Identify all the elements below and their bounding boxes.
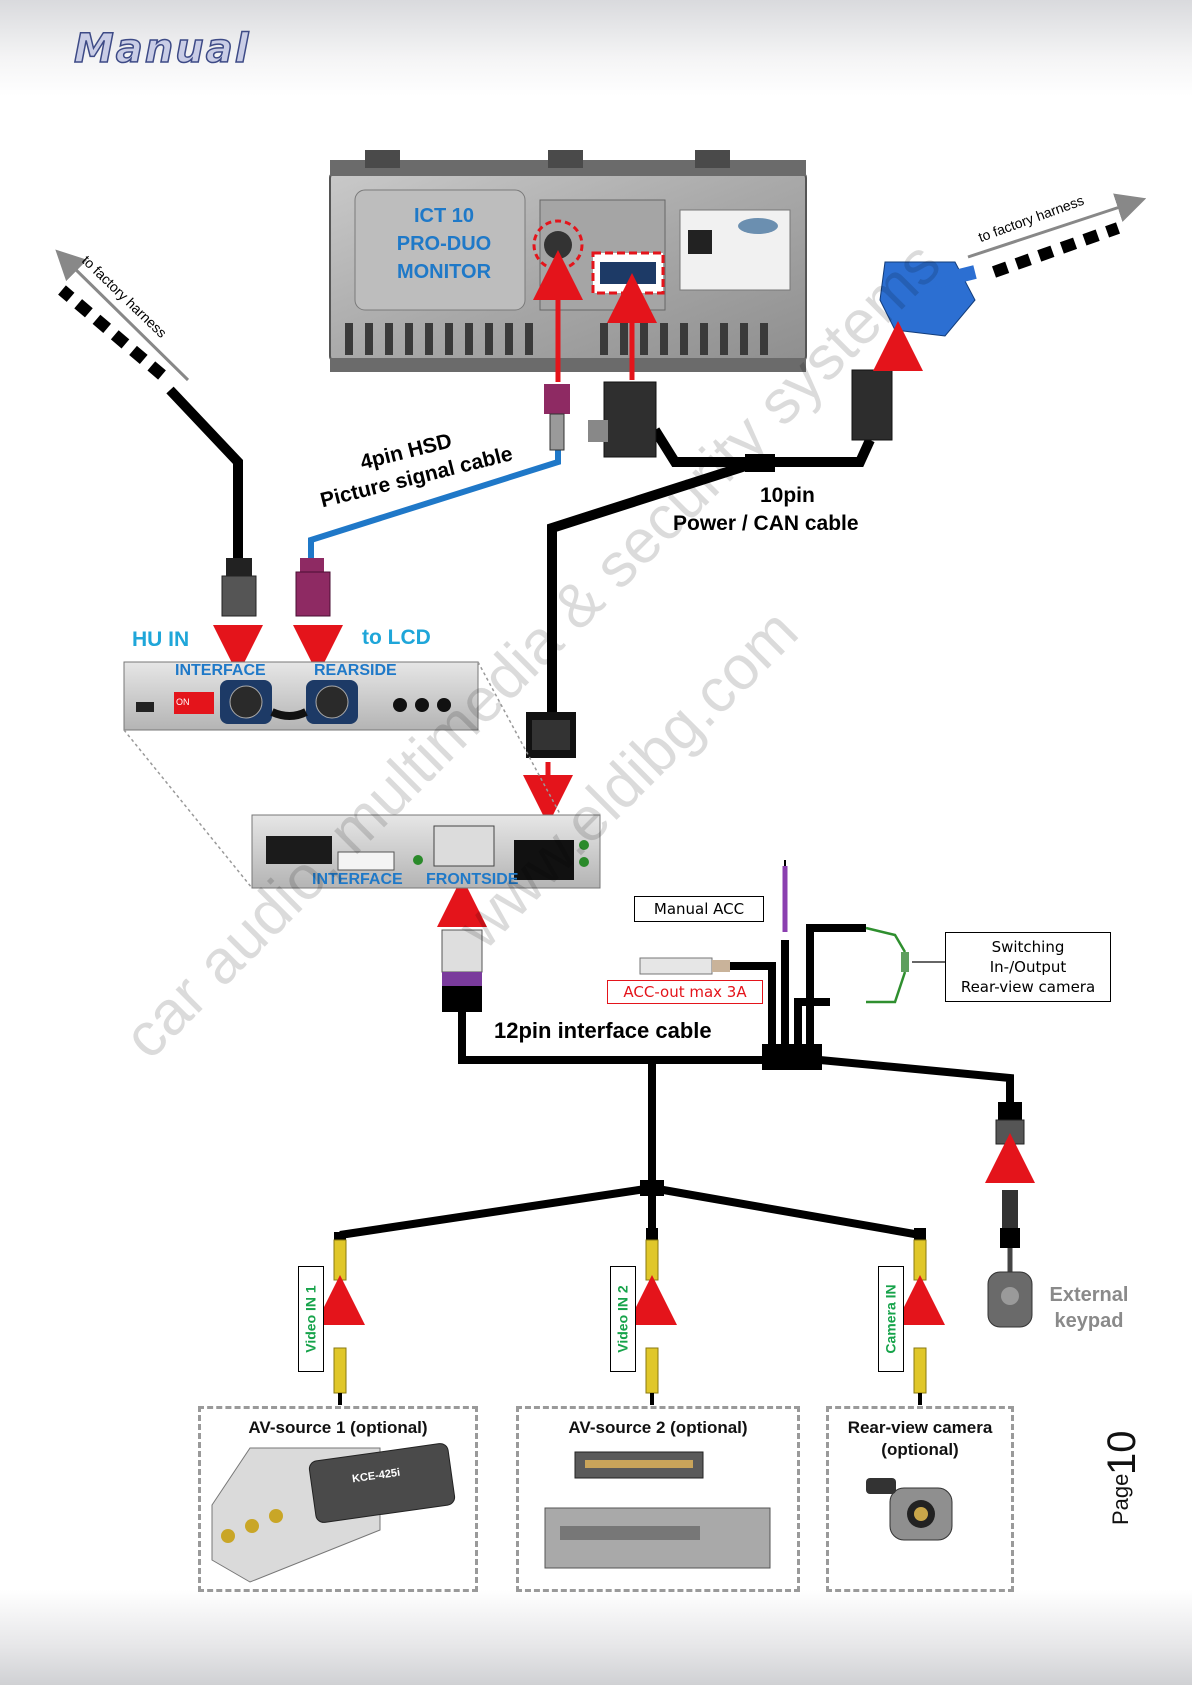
- switching-label-line-3: Rear-view camera: [960, 978, 1096, 996]
- interface-rearside-caption-left: INTERFACE: [175, 662, 266, 679]
- splice-junction: [640, 1180, 664, 1196]
- acc-out-label: ACC-out max 3A: [607, 980, 763, 1004]
- hu-in-cable: [166, 386, 243, 558]
- video-in-1-label: Video IN 1: [298, 1266, 324, 1372]
- hsd-connector-top: [544, 384, 570, 414]
- switching-label-line-2: In-/Output: [989, 958, 1067, 976]
- external-keypad-label: External keypad: [1046, 1282, 1132, 1334]
- rear-view-camera-title-line-2: (optional): [881, 1440, 959, 1459]
- rear-view-camera-title-line-1: Rear-view camera: [847, 1418, 993, 1437]
- hu-in-label: HU IN: [132, 628, 190, 651]
- hsd-cable: [308, 450, 561, 560]
- monitor-label-line-2: PRO-DUO: [396, 233, 492, 255]
- keypad-label-line-2: keypad: [1054, 1310, 1124, 1332]
- 12pin-cable-label: 12pin interface cable: [494, 1018, 712, 1043]
- keypad-connector: [995, 1102, 1025, 1275]
- av-source-1-box: AV-source 1 (optional): [198, 1406, 478, 1592]
- factory-harness-right-arrow: [967, 193, 1147, 278]
- manual-acc-label: Manual ACC: [634, 896, 764, 922]
- av-source-1-device: [211, 1443, 456, 1583]
- keypad-label-line-1: External: [1049, 1284, 1129, 1306]
- monitor-unit: [329, 150, 807, 372]
- can-cable: [547, 261, 977, 712]
- switching-label-line-1: Switching: [991, 938, 1065, 956]
- rear-view-camera-box: Rear-view camera (optional): [826, 1406, 1014, 1592]
- rear-view-camera-device: [866, 1478, 953, 1541]
- header-band: [0, 0, 1192, 96]
- dip-switch-on-label: ON: [176, 697, 190, 707]
- video-in-2-label: Video IN 2: [610, 1266, 636, 1372]
- switching-wire: [865, 926, 909, 1004]
- interface-frontside-caption-left: INTERFACE: [312, 871, 403, 888]
- video-in-2-text: Video IN 2: [615, 1285, 631, 1353]
- rear-view-camera-title: Rear-view camera (optional): [829, 1417, 1011, 1461]
- rca-video-in-2: [645, 1228, 659, 1405]
- monitor-label-line-1: ICT 10: [413, 205, 475, 227]
- acc-out-pin: [639, 957, 730, 975]
- av-source-2-box: AV-source 2 (optional): [516, 1406, 800, 1592]
- av-source-2-title: AV-source 2 (optional): [568, 1418, 748, 1437]
- page-label: Page: [1108, 1473, 1133, 1525]
- interface-rearside-unit: [123, 661, 479, 731]
- interface-frontside-unit: [251, 814, 601, 889]
- factory-harness-left-arrow: [55, 249, 190, 382]
- interface-projection-lines: [123, 661, 601, 889]
- camera-in-text: Camera IN: [883, 1284, 900, 1354]
- 12pin-cable-hub: [762, 1044, 822, 1070]
- footer-band: [0, 1590, 1192, 1685]
- page-number: 10: [1100, 1430, 1144, 1476]
- av-source-2-device: [544, 1451, 771, 1569]
- interface-frontside-caption-right: FRONTSIDE: [426, 871, 519, 888]
- av-source-1-title: AV-source 1 (optional): [248, 1418, 428, 1437]
- hsd-connector-bottom: [295, 558, 331, 617]
- camera-in-label: Camera IN: [878, 1266, 904, 1372]
- monitor-label-line-3: MONITOR: [396, 261, 492, 283]
- video-in-1-text: Video IN 1: [303, 1285, 319, 1353]
- can-connector-8pin: [526, 712, 576, 758]
- can-label-line-2: Power / CAN cable: [673, 512, 859, 535]
- page-title: Manual: [73, 25, 251, 73]
- 12pin-connector: [441, 929, 483, 1012]
- monitor-label: ICT 10 PRO-DUO MONITOR: [380, 202, 508, 286]
- to-lcd-label: to LCD: [362, 626, 431, 649]
- interface-rearside-caption-right: REARSIDE: [314, 662, 397, 679]
- hu-in-connector: [221, 558, 257, 617]
- switching-label-box: Switching In-/Output Rear-view camera: [945, 932, 1111, 1002]
- can-label-line-1: 10pin: [760, 484, 815, 507]
